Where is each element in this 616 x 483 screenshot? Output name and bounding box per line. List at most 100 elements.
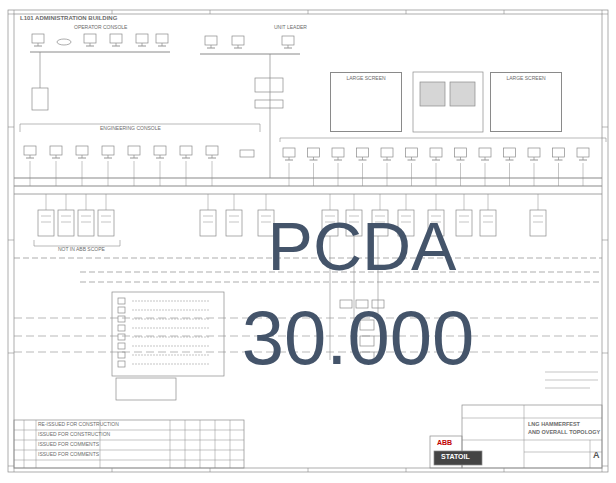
legend-line bbox=[132, 310, 210, 311]
controller-cabinet bbox=[200, 210, 216, 236]
wire-line bbox=[380, 194, 381, 210]
controller-cabinet bbox=[456, 210, 472, 236]
monitor-stand bbox=[138, 46, 146, 47]
wire-line bbox=[534, 163, 535, 186]
wire-line bbox=[289, 163, 290, 186]
cabinet-detail bbox=[101, 216, 111, 217]
legend-symbol bbox=[118, 307, 125, 313]
monitor-symbol bbox=[154, 146, 166, 155]
cabinet-detail bbox=[459, 222, 469, 223]
network-bus bbox=[14, 194, 602, 195]
monitor-symbol bbox=[50, 146, 62, 155]
monitor-symbol bbox=[205, 36, 217, 45]
wire-line bbox=[208, 194, 209, 210]
note-line bbox=[545, 388, 590, 389]
legend-box bbox=[112, 292, 224, 376]
monitor-symbol bbox=[381, 148, 393, 157]
wire-line bbox=[30, 52, 170, 53]
group-label: OPERATOR CONSOLE bbox=[74, 25, 127, 31]
grid-tick bbox=[504, 468, 505, 472]
monitor-stand bbox=[408, 160, 416, 161]
wire-line bbox=[436, 163, 437, 186]
wire-line bbox=[200, 54, 300, 55]
monitor-symbol bbox=[206, 146, 218, 155]
group-label: UNIT LEADER bbox=[274, 25, 307, 31]
wire-line bbox=[387, 163, 388, 186]
stamp-box bbox=[116, 378, 176, 400]
grid-tick bbox=[602, 10, 603, 14]
monitor-stand bbox=[34, 46, 42, 47]
grid-tick bbox=[504, 10, 505, 14]
monitor-symbol bbox=[455, 148, 467, 157]
legend-line bbox=[132, 337, 210, 338]
grid-tick bbox=[8, 466, 14, 467]
revision-letter: A bbox=[593, 451, 600, 461]
legend-symbol bbox=[118, 361, 125, 367]
group-bracket bbox=[280, 138, 606, 142]
monitor-symbol bbox=[110, 34, 122, 43]
monitor-stand bbox=[112, 46, 120, 47]
wire-line bbox=[583, 163, 584, 186]
legend-line bbox=[132, 301, 210, 302]
cabinet-detail bbox=[229, 216, 239, 217]
monitor-symbol bbox=[128, 146, 140, 155]
legend-symbol bbox=[118, 343, 125, 349]
screen-label: LARGE SCREEN bbox=[491, 73, 561, 81]
network-bus bbox=[14, 185, 602, 186]
field-bus bbox=[80, 282, 602, 283]
table-rule bbox=[36, 420, 37, 468]
table-rule bbox=[14, 430, 244, 431]
cabinet-detail bbox=[483, 216, 493, 217]
monitor-stand bbox=[481, 160, 489, 161]
monitor-stand bbox=[156, 158, 164, 159]
cabinet-detail bbox=[81, 222, 91, 223]
wire-line bbox=[406, 194, 407, 210]
monitor-stand bbox=[457, 160, 465, 161]
monitor-symbol bbox=[232, 36, 244, 45]
controller-cabinet bbox=[38, 210, 54, 236]
monitor-symbol bbox=[308, 148, 320, 157]
wire-line bbox=[464, 194, 465, 210]
cabinet-detail bbox=[61, 216, 71, 217]
wire-line bbox=[354, 194, 355, 210]
company-logo: ABB bbox=[437, 439, 452, 447]
wire-line bbox=[558, 163, 559, 186]
monitor-stand bbox=[208, 158, 216, 159]
revision-text: ISSUED FOR COMMENTS bbox=[38, 442, 99, 448]
monitor-symbol bbox=[282, 36, 294, 45]
table-rule bbox=[14, 450, 244, 451]
monitor-stand bbox=[310, 160, 318, 161]
cabinet-symbol bbox=[32, 88, 48, 110]
network-bus bbox=[14, 177, 602, 178]
controller-cabinet bbox=[530, 210, 546, 236]
company-logo: STATOIL bbox=[441, 453, 470, 461]
monitor-stand bbox=[284, 48, 292, 49]
revision-text: ISSUED FOR CONSTRUCTION bbox=[38, 432, 110, 438]
wire-line bbox=[485, 163, 486, 186]
wire-line bbox=[46, 194, 47, 210]
grid-tick bbox=[8, 240, 14, 241]
wire-line bbox=[266, 194, 267, 210]
controller-cabinet bbox=[78, 210, 94, 236]
cabinet-detail bbox=[483, 222, 493, 223]
grid-tick bbox=[602, 240, 608, 241]
table-rule bbox=[230, 420, 231, 468]
grid-tick bbox=[308, 468, 309, 472]
monitor-stand bbox=[530, 160, 538, 161]
wire-line bbox=[66, 194, 67, 210]
controller-cabinet bbox=[480, 210, 496, 236]
cabinet-detail bbox=[41, 216, 51, 217]
table-rule bbox=[24, 420, 25, 468]
monitor-symbol bbox=[180, 146, 192, 155]
cabinet-detail bbox=[203, 222, 213, 223]
wire-line bbox=[30, 161, 31, 186]
printer-symbol bbox=[57, 39, 71, 45]
revision-text: RE-ISSUED FOR CONSTRUCTION bbox=[38, 422, 119, 428]
group-bracket bbox=[20, 124, 260, 132]
monitor-symbol bbox=[102, 146, 114, 155]
monitor-symbol bbox=[479, 148, 491, 157]
device-box bbox=[255, 78, 283, 92]
wire-line bbox=[86, 194, 87, 210]
monitor-stand bbox=[359, 160, 367, 161]
grid-tick bbox=[602, 353, 608, 354]
